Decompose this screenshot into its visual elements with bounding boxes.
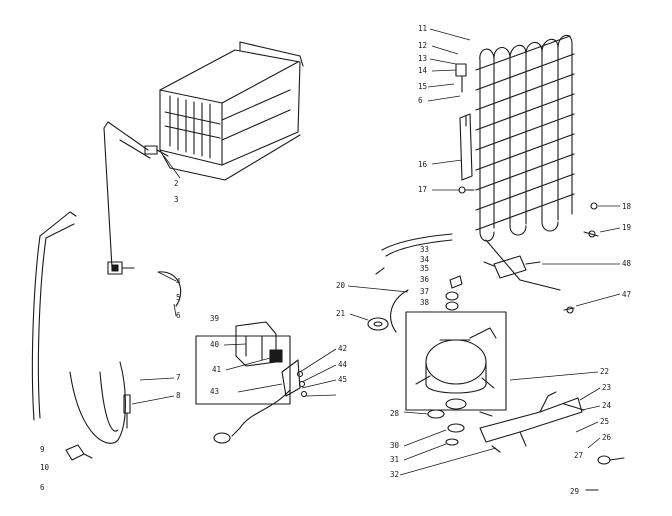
- callout-labels: 11 12 13 14 15 6 16 17 18 19 48 47 33 34…: [40, 24, 632, 496]
- evaporator-box: [159, 41, 304, 181]
- callout-5: 5: [176, 293, 181, 302]
- drain-tube: [31, 211, 77, 421]
- callout-37: 37: [420, 287, 429, 296]
- callout-35: 35: [420, 264, 429, 273]
- callout-13: 13: [418, 54, 427, 63]
- grommet-47: [563, 306, 575, 314]
- defrost-clip: [144, 145, 169, 157]
- callout-40: 40: [210, 340, 220, 349]
- callout-10: 10: [40, 463, 50, 472]
- condenser-coil: [475, 34, 575, 291]
- callout-42-top: 42: [338, 344, 347, 353]
- filter-drier: [483, 255, 541, 279]
- callout-4: 4: [176, 277, 181, 286]
- callout-6: 6: [418, 96, 423, 105]
- callout-6-left: 6: [176, 311, 181, 320]
- screw-17: [458, 186, 475, 194]
- callout-29: 29: [570, 487, 579, 496]
- callout-31: 31: [390, 455, 399, 464]
- drain-heater-loop: [69, 361, 126, 444]
- callout-16: 16: [418, 160, 428, 169]
- connector-9-10: [65, 444, 93, 461]
- callout-22: 22: [600, 367, 609, 376]
- callout-43: 43: [210, 387, 219, 396]
- callout-7: 7: [176, 373, 181, 382]
- mounting-washers: [427, 398, 493, 446]
- callout-21: 21: [336, 309, 345, 318]
- screws-18-19: [583, 202, 599, 238]
- terminal-block: [107, 261, 135, 275]
- callout-15: 15: [418, 82, 427, 91]
- condenser-bracket: [459, 113, 473, 181]
- callout-3: 3: [174, 195, 179, 204]
- callout-12: 12: [418, 41, 427, 50]
- grommet-21: [367, 317, 389, 331]
- callout-17: 17: [418, 185, 427, 194]
- relay-screws: [296, 370, 308, 398]
- callout-23: 23: [602, 383, 611, 392]
- compressor: [405, 311, 507, 411]
- callout-39: 39: [210, 314, 219, 323]
- capillary-tube: [103, 121, 151, 269]
- callout-18: 18: [622, 202, 632, 211]
- callout-8: 8: [176, 391, 181, 400]
- connector-36-38: [445, 275, 463, 311]
- callout-26: 26: [602, 433, 612, 442]
- callout-45: 45: [338, 375, 347, 384]
- callout-2: 2: [174, 179, 179, 188]
- callout-9: 9: [40, 445, 45, 454]
- clip-32: [491, 445, 501, 453]
- callout-44: 44: [338, 360, 348, 369]
- screws-27-29: [585, 455, 625, 491]
- wires-33-34: [375, 233, 453, 275]
- callout-48: 48: [622, 259, 632, 268]
- callout-38: 38: [420, 298, 430, 307]
- callout-36: 36: [420, 275, 430, 284]
- callout-19: 19: [622, 223, 631, 232]
- callout-14: 14: [418, 66, 428, 75]
- callout-24: 24: [602, 401, 612, 410]
- callout-27: 27: [574, 451, 583, 460]
- compressor-base: [479, 391, 585, 447]
- clip-14: [455, 63, 467, 93]
- callout-33: 33: [420, 245, 429, 254]
- callout-47: 47: [622, 290, 631, 299]
- leader-lines: [131, 28, 621, 476]
- power-cord: [213, 389, 291, 444]
- callout-20: 20: [336, 281, 346, 290]
- suction-tube: [390, 289, 409, 333]
- cord-loop: [157, 271, 182, 307]
- callout-25: 25: [600, 417, 609, 426]
- clip-8: [123, 394, 131, 429]
- callout-28: 28: [390, 409, 400, 418]
- callout-41: 41: [212, 365, 221, 374]
- callout-6-bottom: 6: [40, 483, 45, 492]
- relay-assembly: [195, 321, 301, 405]
- callout-34: 34: [420, 255, 430, 264]
- callout-30: 30: [390, 441, 400, 450]
- callout-11: 11: [418, 24, 427, 33]
- callout-32: 32: [390, 470, 399, 479]
